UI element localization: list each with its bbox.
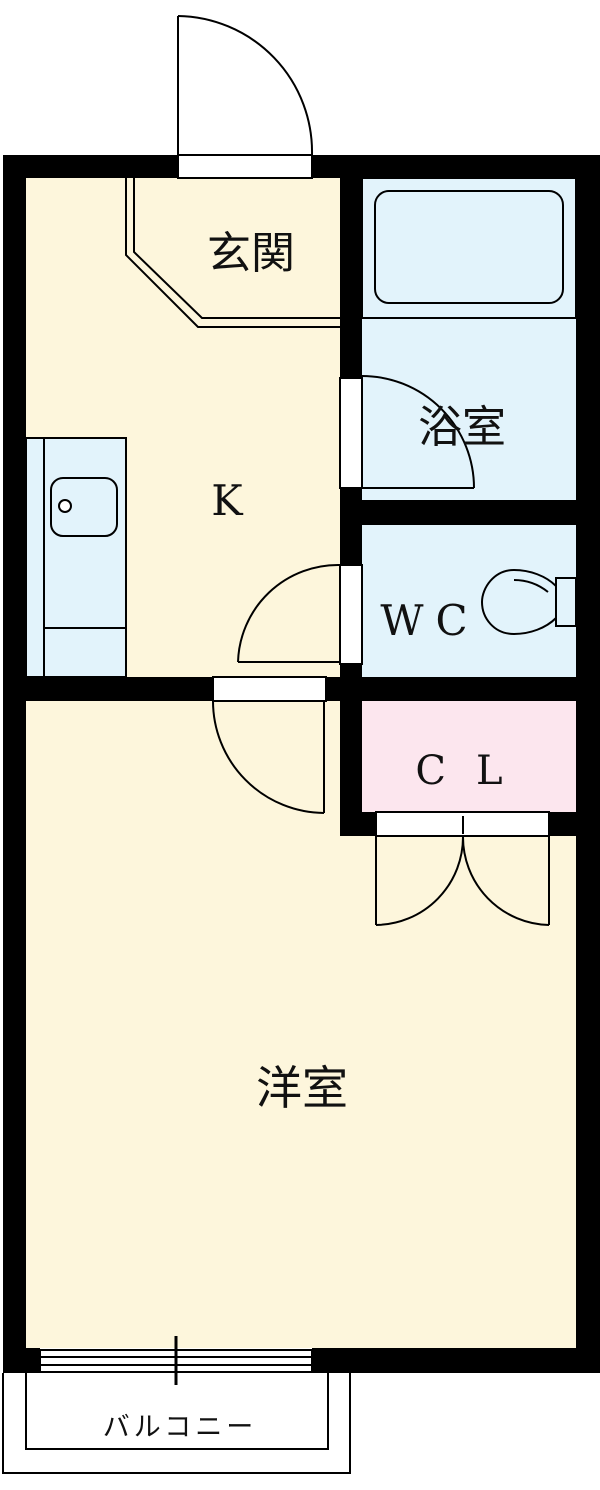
- sink-drain: [58, 499, 72, 513]
- interior-walls: [3, 178, 600, 836]
- entrance-door-frame: [177, 154, 313, 179]
- floors: [26, 178, 576, 1348]
- kitchen-counter: [25, 437, 127, 678]
- floor-closet: [362, 700, 576, 812]
- label-genkan: 玄関: [207, 228, 295, 279]
- floor-bath: [362, 178, 576, 500]
- wall-top-left: [3, 155, 178, 178]
- bath-door: [339, 375, 475, 489]
- wall-kitchen-bath: [340, 178, 362, 378]
- bathtub: [361, 177, 577, 319]
- wall-top-right: [312, 155, 600, 178]
- balcony: [2, 1373, 351, 1474]
- label-closet: CL: [415, 748, 532, 794]
- label-balcony: バルコニー: [103, 1412, 257, 1443]
- wall-wc-lower: [340, 664, 362, 836]
- wall-bottom-left: [3, 1348, 40, 1373]
- wall-bottom-right: [312, 1348, 600, 1373]
- wc-door: [237, 563, 363, 665]
- label-kitchen: K: [211, 476, 244, 525]
- balcony-window: [39, 1336, 313, 1385]
- floor-wc: [362, 525, 576, 677]
- label-wc: WC: [380, 596, 479, 645]
- toilet: [480, 568, 577, 636]
- entrance-door-swing: [177, 15, 314, 156]
- wall-closet-bottom-left: [340, 812, 376, 836]
- sink: [50, 477, 118, 537]
- closet-doors: [375, 811, 550, 926]
- wall-kitchen-western-left: [3, 677, 213, 701]
- label-bath: 浴室: [418, 402, 506, 453]
- western-room-door: [212, 676, 327, 814]
- label-western-room: 洋室: [256, 1061, 348, 1115]
- wall-bath-floor-strip: [340, 488, 362, 565]
- entrance-door: [177, 15, 314, 179]
- wall-left: [3, 155, 26, 1373]
- genkan-step: [125, 178, 340, 328]
- wall-closet-bottom-right: [549, 812, 600, 836]
- outer-walls: [3, 155, 600, 1373]
- wall-right: [576, 155, 600, 1373]
- wall-kitchen-western-right: [326, 677, 600, 701]
- wall-bath-wc: [340, 500, 600, 525]
